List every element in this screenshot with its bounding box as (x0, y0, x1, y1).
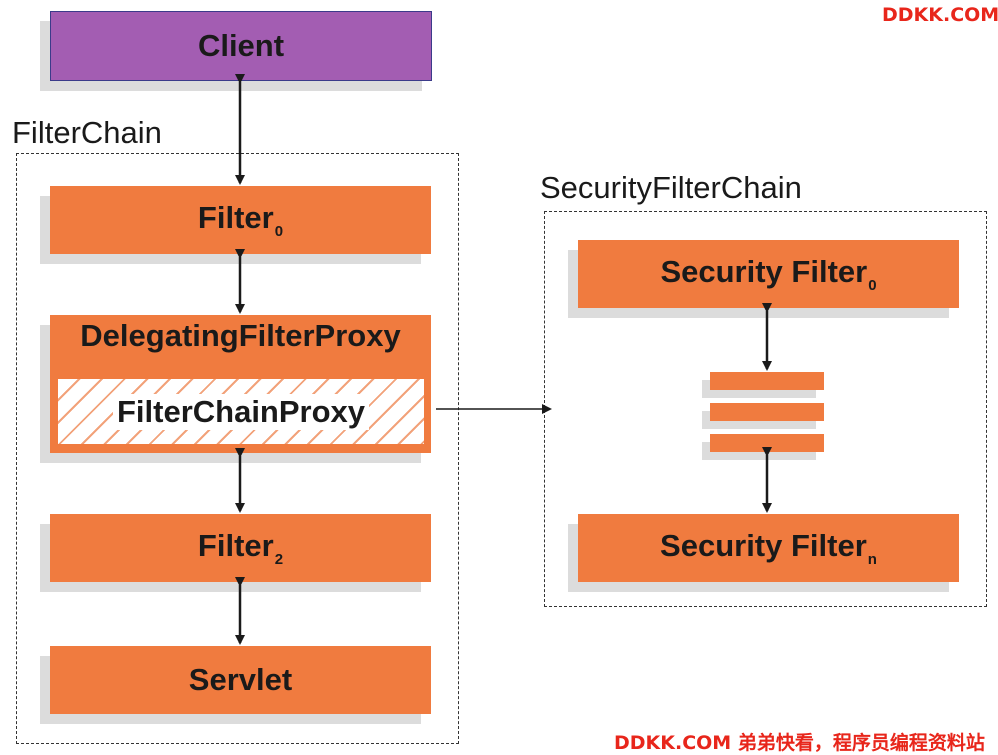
security-filter-chain-label: SecurityFilterChain (540, 170, 802, 205)
filter-2-box: Filter2 (50, 514, 431, 582)
filter-chain-proxy-label: FilterChainProxy (112, 393, 370, 430)
filter-0-label: Filter0 (197, 200, 284, 240)
security-filter-0-label: Security Filter0 (660, 254, 877, 294)
filter-2-label: Filter2 (197, 528, 284, 568)
filter-chain-label: FilterChain (12, 115, 162, 150)
security-filter-0-box: Security Filter0 (578, 240, 959, 308)
security-filter-n-label: Security Filtern (660, 528, 877, 568)
watermark-top: DDKK.COM (882, 4, 998, 26)
filter-0-box: Filter0 (50, 186, 431, 254)
servlet-box: Servlet (50, 646, 431, 714)
security-filter-n-box: Security Filtern (578, 514, 959, 582)
client-label: Client (197, 28, 285, 63)
watermark-bottom: DDKK.COM 弟弟快看，程序员编程资料站 (614, 732, 985, 754)
servlet-label: Servlet (188, 662, 293, 697)
filter-stack-stripe-2 (710, 403, 824, 421)
filter-chain-proxy-box: FilterChainProxy (56, 377, 426, 446)
delegating-filter-proxy-label: DelegatingFilterProxy (80, 318, 401, 353)
filter-stack-stripe-1 (710, 372, 824, 390)
filter-stack-stripe-3 (710, 434, 824, 452)
client-box: Client (50, 11, 432, 81)
